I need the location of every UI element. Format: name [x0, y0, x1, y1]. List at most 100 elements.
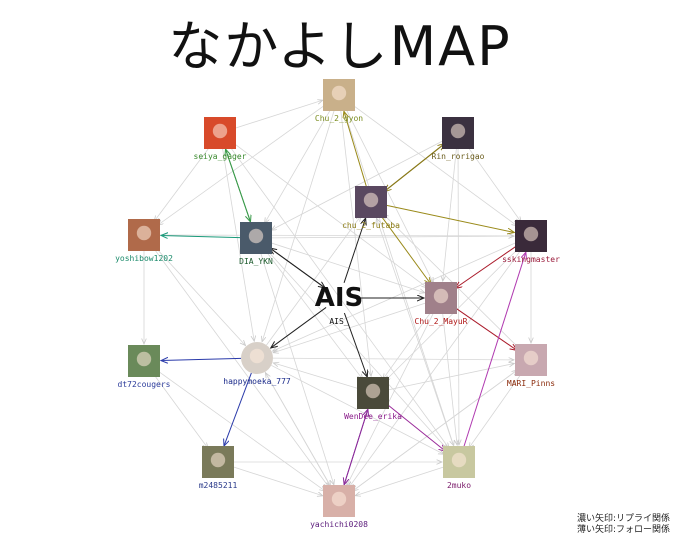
follow-edge [158, 104, 327, 225]
follow-edge [388, 363, 515, 391]
node-mayur[interactable]: Chu_2_MayuR [415, 282, 468, 326]
node-happy[interactable]: happymoeka_777 [223, 342, 291, 386]
reply-edge [224, 372, 252, 446]
reply-edge [463, 252, 526, 447]
follow-edge [159, 235, 514, 236]
avatar-face [363, 192, 379, 208]
ais-logo: AIS [315, 283, 364, 313]
follow-edges [144, 100, 531, 496]
reply-edge [385, 402, 445, 451]
node-label: 2muko [447, 481, 471, 490]
page-title: なかよしMAP [168, 15, 512, 78]
avatar-face [433, 288, 449, 304]
avatar-face [249, 348, 265, 364]
follow-edge [343, 110, 454, 446]
follow-edge [154, 145, 211, 222]
node-label: DIA_YKN [239, 257, 273, 266]
avatar-face [365, 383, 381, 399]
follow-edge [273, 363, 358, 389]
follow-edge [271, 140, 444, 230]
node-rin[interactable]: Rin_rorigao [432, 117, 485, 161]
node-seiya[interactable]: seiya_gager [194, 117, 247, 161]
avatar-face [331, 491, 347, 507]
follow-edge [229, 145, 449, 448]
follow-edge [443, 148, 457, 281]
node-label: Rin_rorigao [432, 152, 485, 161]
reply-edge [226, 149, 252, 224]
node-label: yachichi0208 [310, 520, 368, 529]
follow-edge [265, 250, 363, 380]
avatar-face [331, 85, 347, 101]
follow-edge [272, 358, 514, 360]
follow-edge [340, 110, 371, 376]
legend: 濃い矢印:リプライ関係 薄い矢印:フォロー関係 [577, 514, 670, 536]
follow-edge [458, 148, 459, 445]
follow-edge [266, 216, 361, 346]
node-chu2gyon[interactable]: Chu_2_gyon [315, 79, 363, 123]
reply-edge [268, 246, 325, 288]
reply-edge [161, 235, 241, 237]
node-mari[interactable]: MARI_Pinns [507, 344, 555, 388]
node-label: happymoeka_777 [223, 377, 291, 386]
reply-edge [384, 142, 446, 191]
reply-edge [271, 307, 327, 348]
node-ais[interactable]: AIS AIS_ [315, 283, 364, 326]
node-m2485[interactable]: m2485211 [199, 446, 238, 490]
node-futaba[interactable]: chu_2_futaba [342, 186, 400, 230]
nodes: Chu_2_gyon seiya_gager Rin_rorigao chu_2_fu… [115, 79, 560, 529]
follow-edge [233, 466, 323, 496]
node-wendee[interactable]: WenDee_erika [344, 377, 402, 421]
node-yoshibow[interactable]: yoshibow1202 [115, 219, 173, 263]
node-label: yoshibow1202 [115, 254, 173, 263]
follow-edge [232, 142, 428, 288]
follow-edge [383, 310, 433, 379]
reply-edge [343, 218, 366, 283]
node-label: AIS_ [329, 317, 348, 326]
reply-edge [453, 306, 517, 350]
avatar-face [212, 123, 228, 139]
follow-edge [265, 373, 332, 488]
legend-reply: 濃い矢印:リプライ関係 [576, 514, 670, 524]
node-dt72[interactable]: dt72cougers [118, 345, 171, 389]
follow-edge [222, 148, 255, 341]
node-yachichi[interactable]: yachichi0208 [310, 485, 368, 529]
follow-edge [265, 108, 332, 223]
follow-edge [262, 110, 335, 341]
node-diaykn[interactable]: DIA_YKN [239, 222, 273, 266]
follow-edge [349, 248, 522, 487]
follow-edge [385, 246, 520, 381]
follow-edge [153, 247, 328, 487]
follow-edge [355, 466, 444, 496]
follow-edge [351, 370, 517, 492]
node-label: m2485211 [199, 481, 238, 490]
avatar-face [248, 228, 264, 244]
avatar-face [523, 350, 539, 366]
node-sskings[interactable]: sskingmaster [502, 220, 560, 264]
avatar-face [523, 226, 539, 242]
follow-edge [442, 313, 457, 445]
avatar-face [136, 225, 152, 241]
follow-edge [156, 370, 325, 491]
follow-edge [235, 100, 323, 129]
node-2muko[interactable]: 2muko [443, 446, 475, 490]
follow-edge [273, 242, 517, 352]
follow-edge [345, 109, 433, 283]
reply-edge [386, 204, 515, 232]
follow-edge [469, 372, 523, 448]
follow-edge [383, 214, 520, 350]
reply-edges [161, 111, 526, 485]
node-label: Chu_2_gyon [315, 114, 363, 123]
node-label: seiya_gager [194, 152, 247, 161]
reply-edge [344, 111, 367, 187]
node-label: MARI_Pinns [507, 379, 555, 388]
follow-edge [271, 236, 514, 238]
node-label: WenDee_erika [344, 412, 402, 421]
reply-edge [343, 312, 367, 377]
reply-edge [380, 214, 431, 284]
reply-edge [343, 409, 368, 486]
follow-edge [347, 312, 435, 486]
node-label: chu_2_futaba [342, 221, 400, 230]
avatar-face [451, 452, 467, 468]
legend-follow: 薄い矢印:フォロー関係 [576, 525, 670, 535]
